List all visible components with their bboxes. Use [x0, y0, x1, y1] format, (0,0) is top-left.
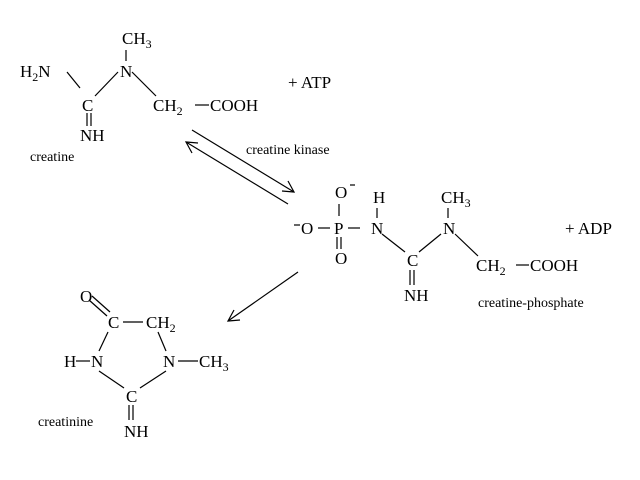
cp-o-minus-top: O: [335, 183, 347, 202]
creatinine-arrow: [226, 271, 299, 322]
creatinine-molecule: O C CH2 H N N CH3 C NH creatinine: [38, 287, 229, 441]
creatine-amino: H2N: [20, 62, 51, 84]
creatine-phosphate-molecule: O H CH3 O P N N O C CH2 COOH NH creatine…: [294, 183, 584, 311]
bond: [139, 370, 167, 389]
cp-n2: N: [443, 219, 455, 238]
creatine-n-atom: N: [120, 62, 132, 81]
cp-o-bottom: O: [335, 249, 347, 268]
bond: [98, 370, 125, 389]
bond: [381, 233, 406, 253]
equilibrium-arrows: [184, 129, 296, 205]
arrow-head: [226, 309, 241, 322]
adp-label: + ADP: [565, 219, 612, 238]
bond: [94, 71, 119, 97]
creatine-methyl: CH3: [122, 29, 152, 51]
creatine-ch2: CH2: [153, 96, 183, 118]
creatine-name-label: creatine: [30, 150, 74, 165]
bond: [98, 331, 109, 352]
forward-arrow: [191, 129, 295, 193]
creatine-molecule: CH3 H2N N C NH CH2 COOH creatine: [20, 29, 258, 165]
enzyme-label: creatine kinase: [246, 143, 330, 158]
reverse-arrow-head: [184, 141, 199, 154]
cn-n-methyl: N: [163, 352, 175, 371]
cn-ch2: CH2: [146, 313, 176, 335]
cp-ch2: CH2: [476, 256, 506, 278]
cn-methyl: CH3: [199, 352, 229, 374]
bond: [131, 71, 157, 97]
creatinine-name-label: creatinine: [38, 415, 93, 430]
cp-name-label: creatine-phosphate: [478, 296, 584, 311]
cp-h-atom: H: [373, 188, 385, 207]
cn-imine: NH: [124, 422, 149, 441]
cp-n1: N: [371, 219, 383, 238]
cn-c1: C: [108, 313, 119, 332]
bond: [454, 233, 479, 257]
atp-label: + ATP: [288, 73, 331, 92]
cp-p-atom: P: [334, 219, 343, 238]
cn-h-atom: H: [64, 352, 76, 371]
bond: [157, 331, 167, 352]
creatine-cooh: COOH: [210, 96, 258, 115]
cn-n-atom: N: [91, 352, 103, 371]
double-bond: [88, 299, 108, 317]
reverse-arrow: [185, 141, 289, 205]
creatine-c-atom: C: [82, 96, 93, 115]
cp-c-atom: C: [407, 251, 418, 270]
bond: [66, 71, 81, 89]
cn-c-bottom: C: [126, 387, 137, 406]
bond: [418, 233, 442, 253]
cp-methyl: CH3: [441, 188, 471, 210]
cp-cooh: COOH: [530, 256, 578, 275]
creatine-imine: NH: [80, 126, 105, 145]
arrow-shaft: [227, 271, 299, 322]
cn-o-atom: O: [80, 287, 92, 306]
double-bond: [91, 295, 111, 313]
forward-arrow-head: [281, 180, 296, 193]
cp-imine: NH: [404, 286, 429, 305]
cp-o-minus-left: O: [301, 219, 313, 238]
